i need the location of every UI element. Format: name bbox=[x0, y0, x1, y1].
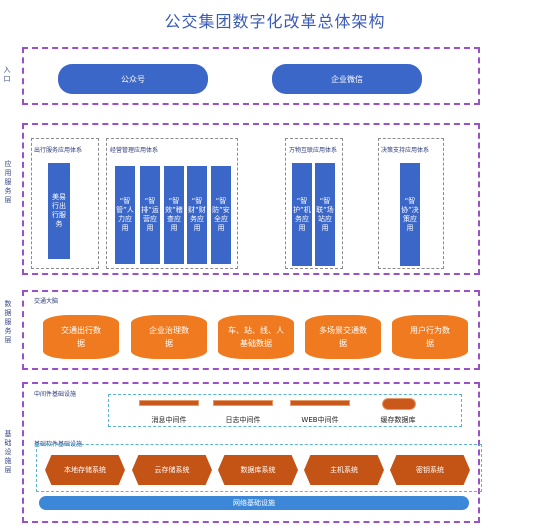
app-item-maintenance[interactable]: “智护”机务应用 bbox=[292, 163, 312, 266]
app-group-decision-title: 决策支持应用体系 bbox=[381, 147, 430, 154]
software-group bbox=[36, 444, 482, 492]
app-group-iot bbox=[285, 138, 343, 269]
software-key[interactable]: 密钥系统 bbox=[390, 455, 470, 485]
middleware-message-bar bbox=[139, 400, 199, 406]
entry-layer bbox=[22, 47, 480, 105]
middleware-cache-label[interactable]: 缓存数据库 bbox=[380, 416, 416, 424]
app-item-scheduling[interactable]: “智排”运营应用 bbox=[140, 166, 160, 264]
entry-item-enterprise-wechat[interactable]: 企业微信 bbox=[272, 64, 422, 94]
data-item-multiscene[interactable]: 多场景交通数据 bbox=[305, 315, 381, 359]
entry-layer-label: 入口 bbox=[3, 66, 11, 83]
software-local-storage[interactable]: 本地存储系统 bbox=[45, 455, 125, 485]
app-item-safety[interactable]: “智防”安全应用 bbox=[211, 166, 231, 264]
app-item-finance[interactable]: “智财”财务应用 bbox=[187, 166, 207, 264]
data-item-governance[interactable]: 企业治理数据 bbox=[131, 315, 207, 359]
data-item-multiscene-label: 多场景交通数据 bbox=[319, 326, 367, 348]
middleware-web-bar bbox=[290, 400, 350, 406]
app-group-iot-title: 万物互联应用体系 bbox=[289, 147, 338, 154]
app-group-decision bbox=[378, 138, 444, 269]
data-group-title: 交通大脑 bbox=[34, 298, 59, 305]
data-layer-label: 数据服务层 bbox=[4, 300, 12, 344]
data-item-travel-label: 交通出行数据 bbox=[61, 326, 101, 348]
infra-layer-label: 基础设施层 bbox=[4, 430, 12, 474]
app-layer bbox=[22, 123, 480, 275]
middleware-message-label[interactable]: 消息中间件 bbox=[151, 416, 187, 424]
app-item-inspection[interactable]: “智效”稽查应用 bbox=[164, 166, 184, 264]
app-group-operation bbox=[106, 138, 238, 269]
infra-layer bbox=[22, 382, 480, 523]
page-title: 公交集团数字化改革总体架构 bbox=[164, 12, 386, 31]
app-group-operation-title: 经营管理应用体系 bbox=[110, 147, 159, 154]
data-layer bbox=[22, 290, 480, 370]
data-item-user-behavior[interactable]: 用户行为数据 bbox=[392, 315, 468, 359]
app-layer-label: 应用服务层 bbox=[4, 160, 12, 204]
data-item-travel[interactable]: 交通出行数据 bbox=[43, 315, 119, 359]
app-group-travel bbox=[31, 138, 99, 269]
software-database[interactable]: 数据库系统 bbox=[218, 455, 298, 485]
cache-db-icon bbox=[382, 398, 416, 410]
middleware-web-label[interactable]: WEB中间件 bbox=[301, 416, 339, 424]
data-item-user-behavior-label: 用户行为数据 bbox=[410, 326, 450, 348]
software-host[interactable]: 主机系统 bbox=[304, 455, 384, 485]
entry-item-wechat-official[interactable]: 公众号 bbox=[58, 64, 208, 94]
network-infrastructure-bar[interactable]: 网络基础设施 bbox=[39, 496, 469, 510]
app-group-travel-title: 出行服务应用体系 bbox=[34, 147, 83, 154]
middleware-group bbox=[108, 394, 462, 427]
middleware-log-bar bbox=[213, 400, 273, 406]
middleware-log-label[interactable]: 日志中间件 bbox=[225, 416, 261, 424]
app-item-decision[interactable]: “智协”决策应用 bbox=[400, 163, 420, 266]
data-item-governance-label: 企业治理数据 bbox=[149, 326, 189, 348]
app-item-travel-service[interactable]: 美易行出行服务 bbox=[48, 163, 70, 259]
data-item-basic-label: 车、站、线、人基础数据 bbox=[228, 326, 284, 348]
app-item-station[interactable]: “智联”场站应用 bbox=[315, 163, 335, 266]
software-cloud-storage[interactable]: 云存储系统 bbox=[132, 455, 212, 485]
app-item-hr[interactable]: “智管”人力应用 bbox=[115, 166, 135, 264]
middleware-title: 中间件基础设施 bbox=[34, 391, 77, 398]
data-item-basic[interactable]: 车、站、线、人基础数据 bbox=[218, 315, 294, 359]
